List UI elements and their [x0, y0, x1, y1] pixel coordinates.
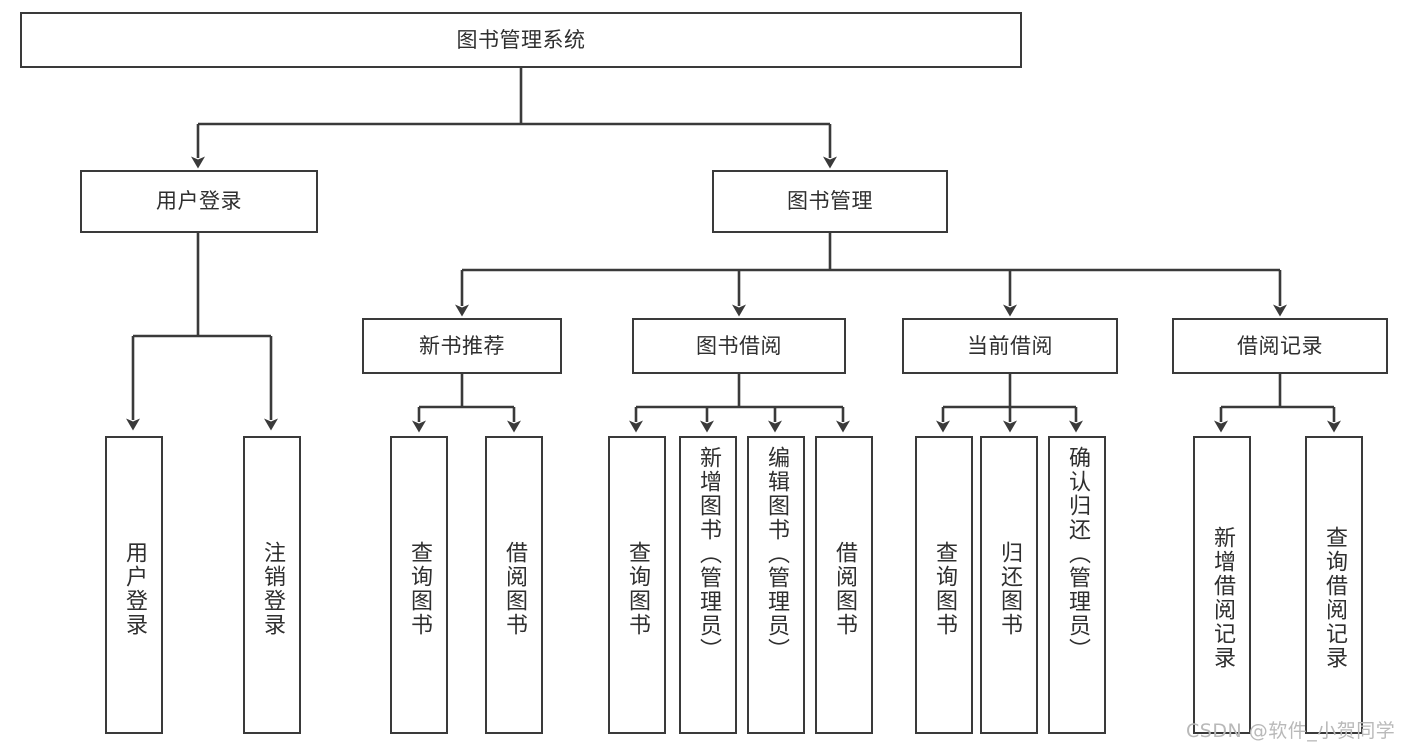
node-root-label: 图书管理系统: [456, 27, 586, 52]
node-book-borrow-label: 图书借阅: [696, 333, 782, 358]
leaf-add-borrow-record-label: 新增借阅记录: [1210, 526, 1235, 670]
leaf-query-books-borrow[interactable]: 查询图书: [608, 436, 666, 734]
leaf-return-books-label: 归还图书: [997, 541, 1022, 637]
leaf-logout-label: 注销登录: [260, 541, 285, 637]
node-current-borrow[interactable]: 当前借阅: [902, 318, 1118, 374]
leaf-user-login[interactable]: 用户登录: [105, 436, 163, 734]
leaf-query-borrow-record-label: 查询借阅记录: [1322, 526, 1347, 670]
node-current-borrow-label: 当前借阅: [967, 333, 1053, 358]
leaf-query-books-newbooks[interactable]: 查询图书: [390, 436, 448, 734]
leaf-user-login-label: 用户登录: [122, 541, 147, 637]
leaf-edit-book-admin[interactable]: 编辑图书（管理员）: [747, 436, 805, 734]
node-borrow-records-label: 借阅记录: [1237, 333, 1323, 358]
leaf-logout[interactable]: 注销登录: [243, 436, 301, 734]
leaf-confirm-return-admin[interactable]: 确认归还（管理员）: [1048, 436, 1106, 734]
leaf-query-books-current-label: 查询图书: [932, 541, 957, 637]
leaf-query-books-current[interactable]: 查询图书: [915, 436, 973, 734]
node-new-book-recommend[interactable]: 新书推荐: [362, 318, 562, 374]
node-book-management[interactable]: 图书管理: [712, 170, 948, 233]
leaf-add-book-admin[interactable]: 新增图书（管理员）: [679, 436, 737, 734]
node-user-login-label: 用户登录: [156, 189, 242, 214]
leaf-query-books-newbooks-label: 查询图书: [407, 541, 432, 637]
leaf-edit-book-admin-label: 编辑图书（管理员）: [764, 446, 789, 662]
node-book-management-label: 图书管理: [787, 189, 873, 214]
leaf-borrow-books-borrow[interactable]: 借阅图书: [815, 436, 873, 734]
leaf-borrow-books-borrow-label: 借阅图书: [832, 541, 857, 637]
leaf-add-borrow-record[interactable]: 新增借阅记录: [1193, 436, 1251, 734]
leaf-query-borrow-record[interactable]: 查询借阅记录: [1305, 436, 1363, 734]
node-user-login[interactable]: 用户登录: [80, 170, 318, 233]
node-new-book-recommend-label: 新书推荐: [419, 333, 505, 358]
node-book-borrow[interactable]: 图书借阅: [632, 318, 846, 374]
node-root[interactable]: 图书管理系统: [20, 12, 1022, 68]
node-borrow-records[interactable]: 借阅记录: [1172, 318, 1388, 374]
watermark-text: CSDN @软件_小贺同学: [1186, 720, 1396, 742]
leaf-borrow-books-newbooks-label: 借阅图书: [502, 541, 527, 637]
leaf-add-book-admin-label: 新增图书（管理员）: [696, 446, 721, 662]
leaf-return-books[interactable]: 归还图书: [980, 436, 1038, 734]
leaf-confirm-return-admin-label: 确认归还（管理员）: [1065, 446, 1090, 662]
leaf-borrow-books-newbooks[interactable]: 借阅图书: [485, 436, 543, 734]
leaf-query-books-borrow-label: 查询图书: [625, 541, 650, 637]
